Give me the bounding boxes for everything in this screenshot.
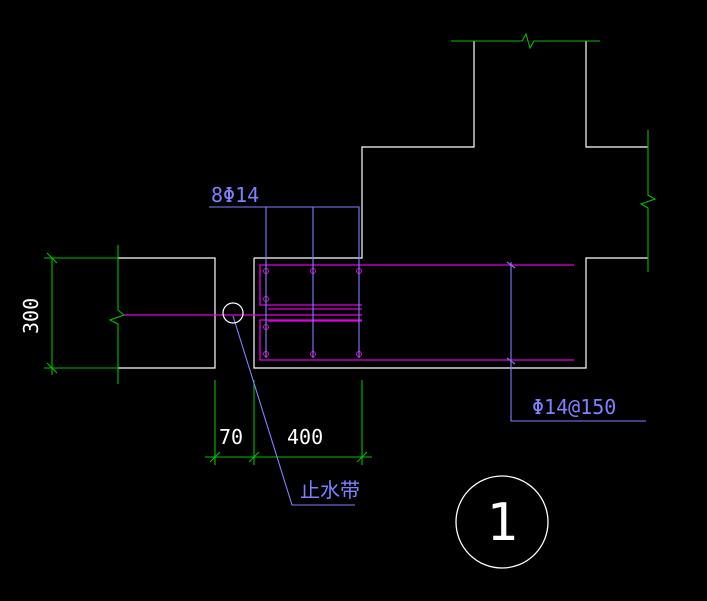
- dim-tick-left: [209, 451, 221, 463]
- detail-number-label: 1: [486, 493, 517, 553]
- rebar-spacing-label: Φ14@150: [532, 395, 616, 419]
- waterstop-label: 止水带: [300, 478, 360, 502]
- leader-phi14-150: [510, 262, 646, 422]
- rebar-top-loop: [259, 264, 574, 306]
- dim-300-label: 300: [19, 298, 43, 334]
- footing-right-outline: [253, 257, 648, 369]
- leaders: [209, 206, 646, 506]
- leader-phi14-150-tick-bottom: [506, 357, 516, 365]
- waterstop-symbol: [222, 302, 244, 324]
- leader-waterstop: [232, 315, 355, 506]
- footing-column-outline: [254, 41, 475, 259]
- dim-300-tick-top: [46, 252, 58, 264]
- rebar: [124, 264, 574, 361]
- leader-phi14-150-tick-top: [506, 261, 516, 269]
- left-break-line: [108, 245, 126, 384]
- rebar-bottom-loop: [259, 319, 574, 361]
- leader-8phi14: [209, 206, 360, 258]
- column-right-outline: [585, 41, 648, 148]
- dim-400-label: 400: [287, 425, 323, 449]
- dim-70-label: 70: [219, 425, 243, 449]
- dim-tick-right: [356, 451, 368, 463]
- dim-tick-mid: [248, 451, 260, 463]
- top-break-line: [451, 32, 600, 50]
- dimension-lines: [44, 32, 657, 465]
- right-break-line: [639, 130, 657, 272]
- detail-number-circle: [455, 475, 549, 569]
- rebar-count-label: 8Φ14: [211, 183, 259, 207]
- structure-outline: [118, 41, 648, 369]
- left-slab-outline: [118, 257, 216, 369]
- dim-300-tick-bottom: [46, 362, 58, 374]
